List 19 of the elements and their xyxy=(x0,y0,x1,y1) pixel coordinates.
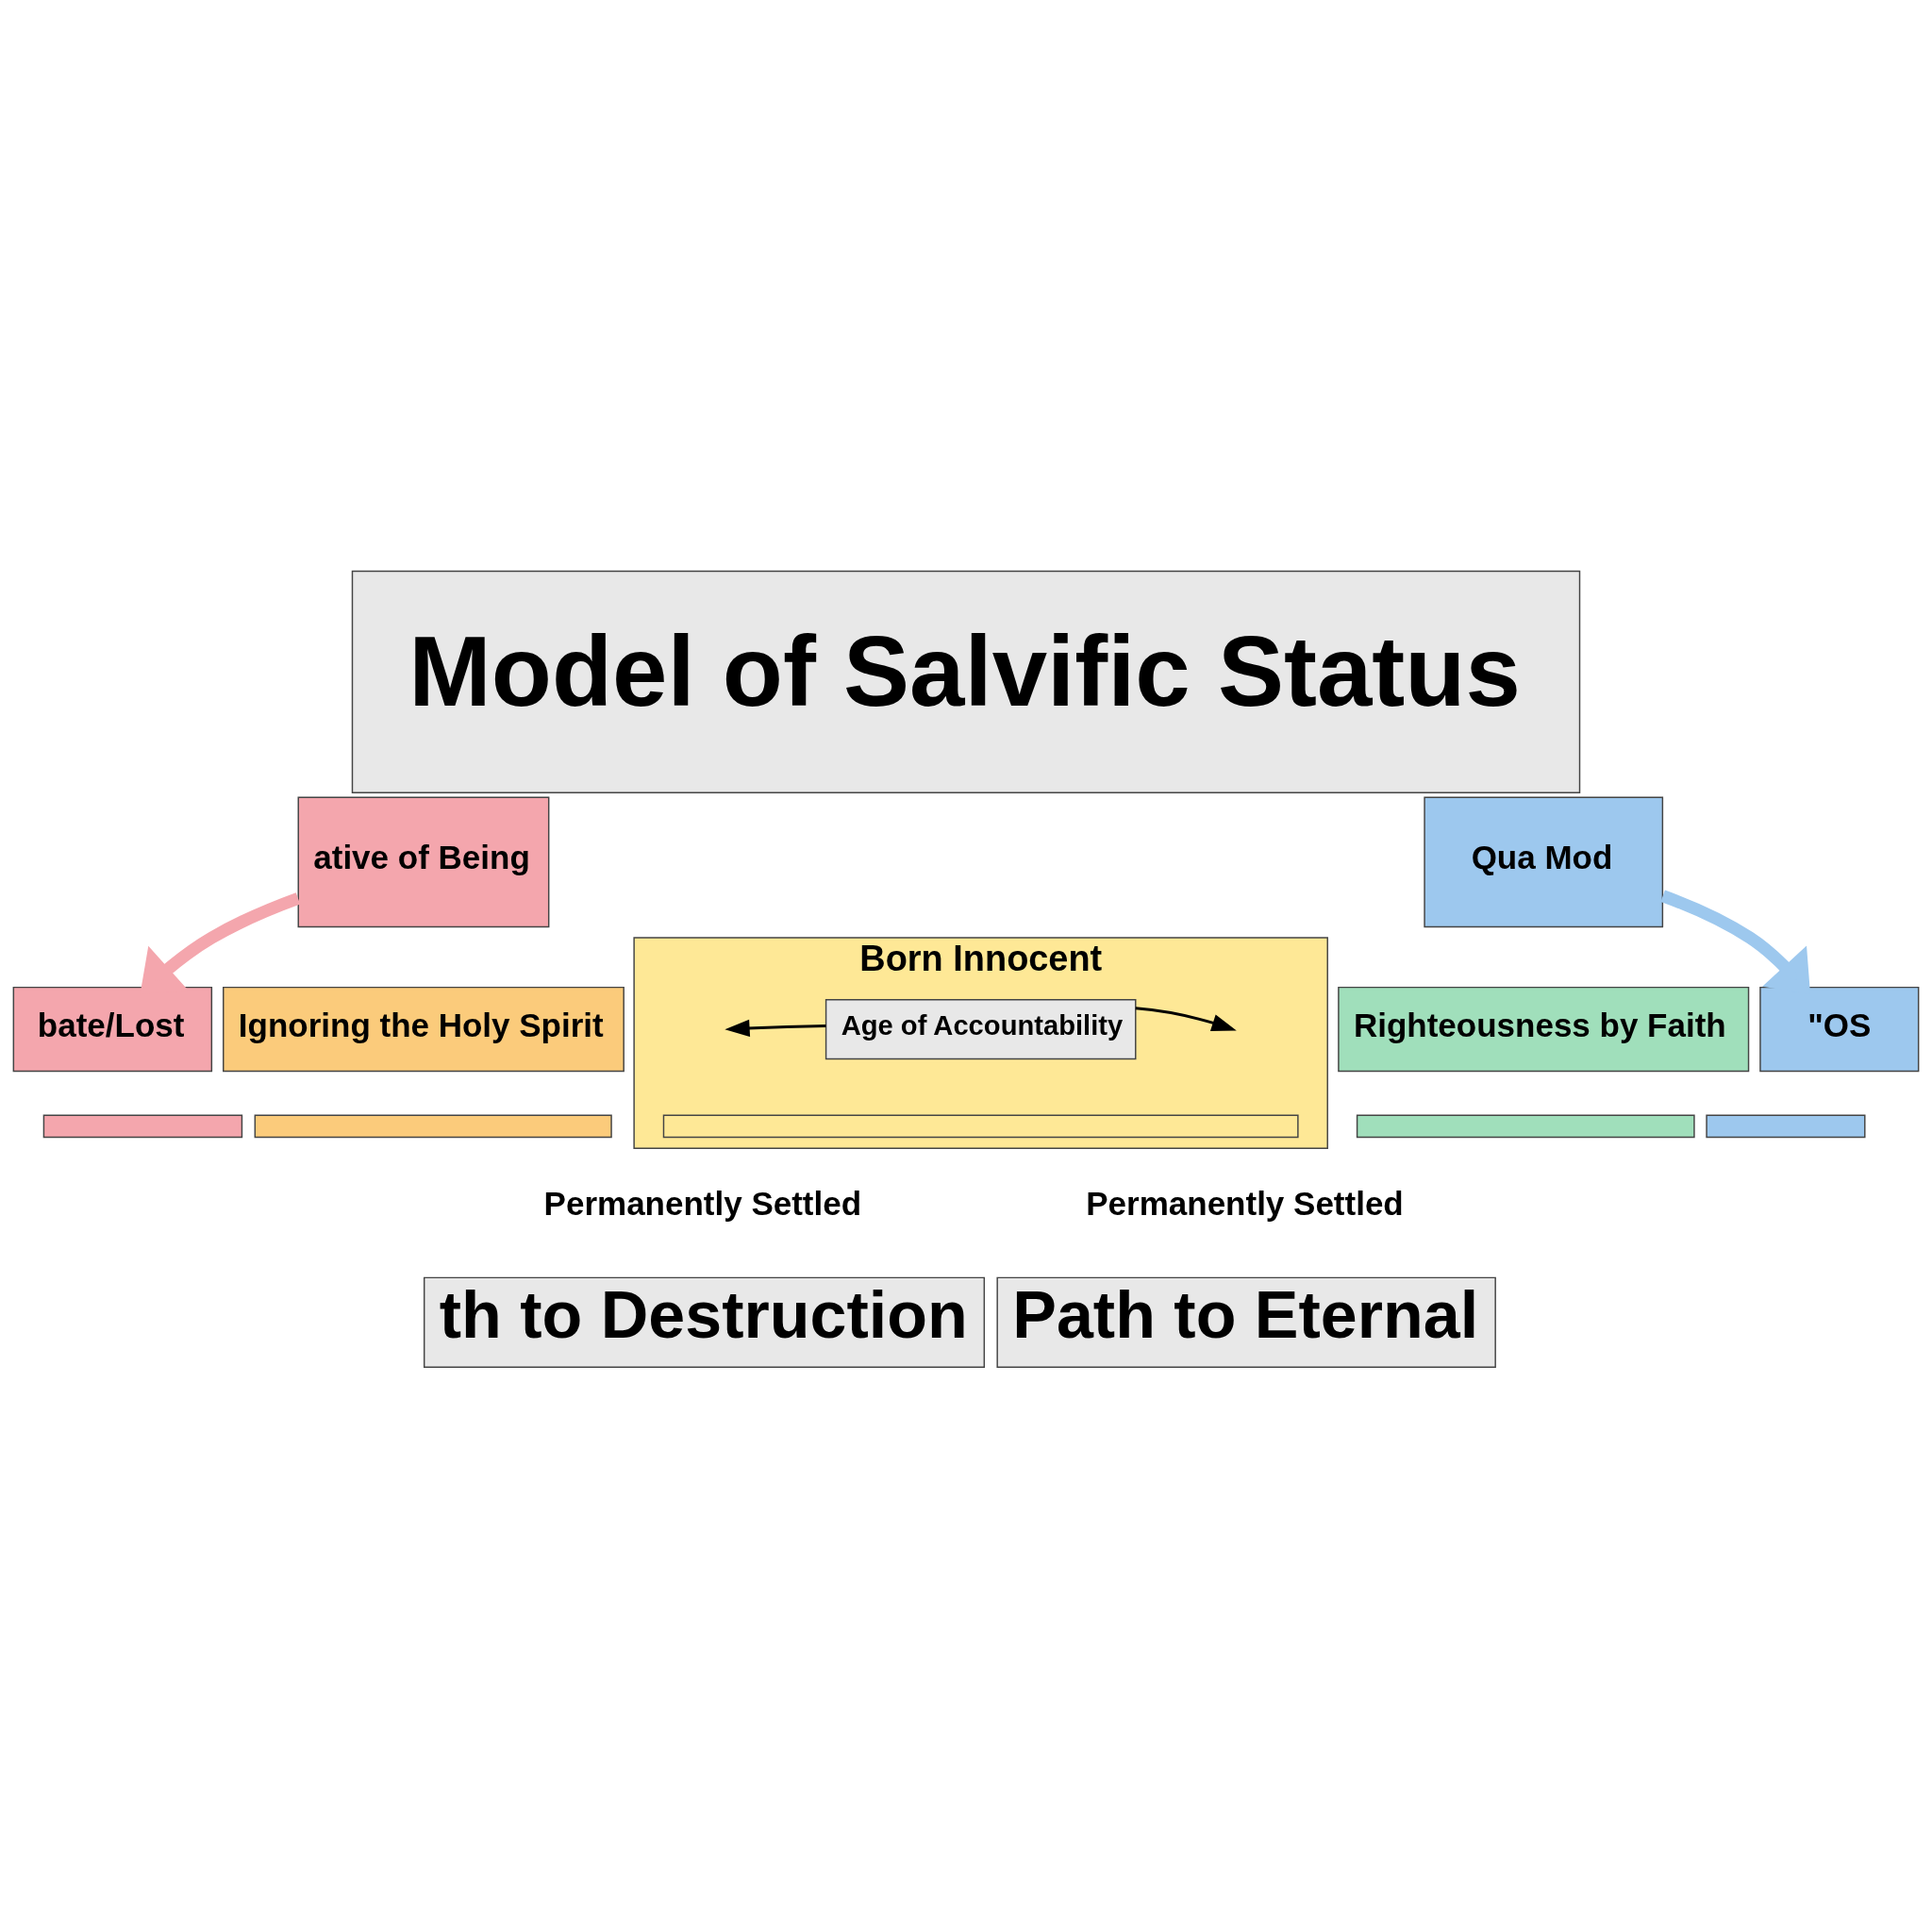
diagram-title: Model of Salvific Status xyxy=(408,615,1521,726)
arrow xyxy=(724,1019,826,1038)
node-bar xyxy=(254,1114,612,1139)
node-box: Age of Accountability xyxy=(824,999,1137,1060)
node-box: ative of Being xyxy=(297,796,550,928)
node-box: bate/Lost xyxy=(12,986,213,1073)
node-box: th to Destruction xyxy=(423,1276,986,1368)
node-bar xyxy=(662,1114,1299,1139)
node-box: Qua Mod xyxy=(1424,796,1664,928)
label: Permanently Settled xyxy=(1086,1184,1404,1222)
node-bar xyxy=(1706,1114,1866,1139)
node-bar xyxy=(42,1114,243,1139)
label: Permanently Settled xyxy=(543,1184,862,1222)
node-box: Ignoring the Holy Spirit xyxy=(223,986,625,1073)
arrow xyxy=(1135,1007,1237,1032)
node-box: Righteousness by Faith xyxy=(1338,986,1750,1073)
node-box: "OS xyxy=(1759,986,1920,1073)
node-box: Path to Eternal xyxy=(996,1276,1496,1368)
node-bar xyxy=(1356,1114,1695,1139)
